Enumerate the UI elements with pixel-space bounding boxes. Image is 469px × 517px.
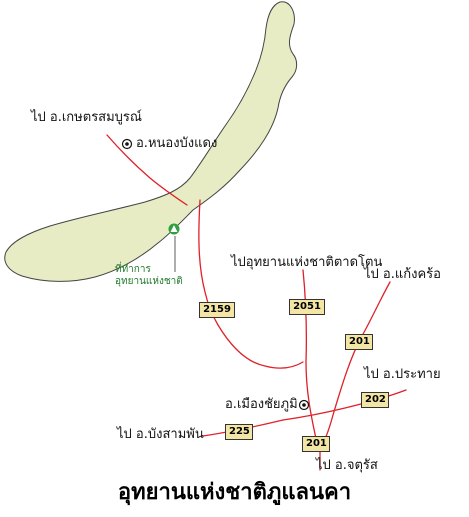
road-2159 (217, 324, 304, 369)
route-shield-2051: 2051 (289, 299, 325, 315)
route-shield-225: 225 (225, 424, 253, 440)
label-to-ban-sam-phan: ไป อ.บังสามพัน (117, 427, 204, 442)
route-shield-201-south: 201 (302, 436, 330, 452)
mueang-chaiyaphum-town-icon (298, 399, 310, 411)
road-to-kaset-sombun (106, 134, 188, 206)
road-202 (282, 389, 407, 421)
park-headquarters-icon (168, 223, 180, 235)
nong-bua-daeng-town-icon (121, 138, 133, 150)
park-boundary (4, 1, 298, 282)
route-shield-202: 202 (361, 392, 389, 408)
label-to-tat-ton: ไปอุทยานแห่งชาติตาดโตน (231, 255, 383, 270)
label-to-chatturat: ไป อ.จตุรัส (316, 458, 378, 473)
route-shield-201-north: 201 (345, 334, 373, 350)
route-shield-2159: 2159 (199, 302, 235, 318)
label-park-hq-line2: อุทยานแห่งชาติ (115, 275, 183, 287)
label-to-prathai: ไป อ.ประทาย (364, 367, 441, 382)
road-201-north (319, 281, 391, 449)
road-2051 (302, 269, 319, 449)
label-park-hq-line1: ที่ทำการ (115, 264, 151, 275)
label-to-kaset-sombun: ไป อ.เกษตรสมบูรณ์ (31, 110, 142, 125)
label-to-kaeng-khro: ไป อ.แก้งคร้อ (364, 267, 441, 282)
label-nong-bua-daeng: อ.หนองบังแดง (136, 136, 218, 151)
label-mueang-chaiyaphum: อ.เมืองชัยภูมิ (225, 397, 298, 412)
map-title: อุทยานแห่งชาติภูแลนคา (117, 480, 352, 505)
label-park-hq: ที่ทำการ อุทยานแห่งชาติ (115, 264, 183, 287)
